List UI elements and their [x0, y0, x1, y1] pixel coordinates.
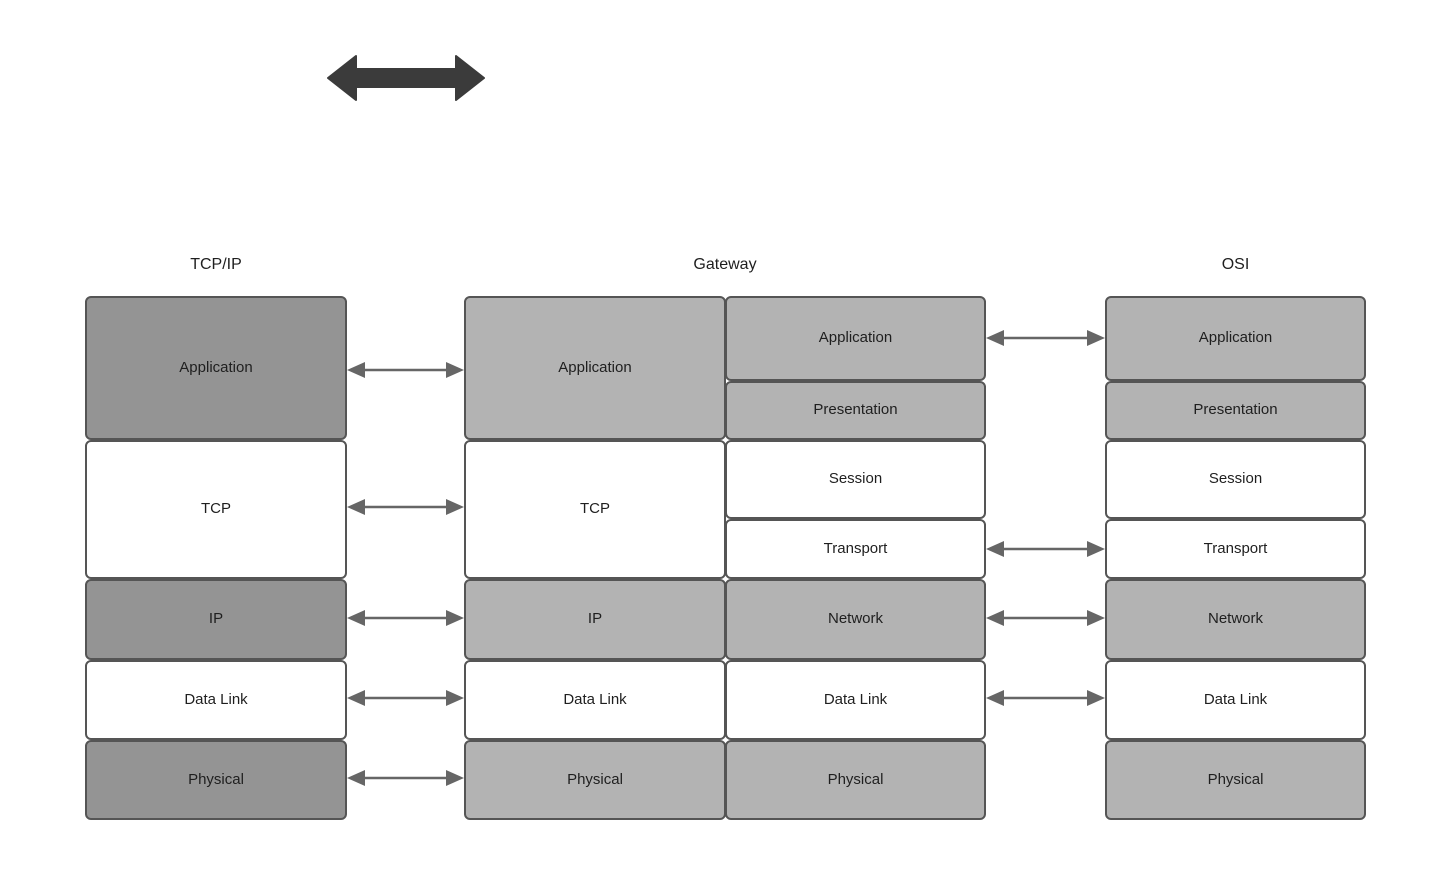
connector-arrow-tcpip-gateway-tcp [347, 499, 464, 515]
layer-tcpip-tcp[interactable]: TCP [85, 440, 347, 579]
column-title-tcpip: TCP/IP [190, 256, 242, 273]
layer-gateway-datalink-left[interactable]: Data Link [464, 660, 726, 740]
layer-gateway-osi-network[interactable]: Network [725, 579, 986, 660]
layer-gateway-physical-left[interactable]: Physical [464, 740, 726, 820]
connector-arrow-tcpip-gateway-datalink [347, 690, 464, 706]
layer-gateway-application[interactable]: Application [464, 296, 726, 440]
layer-osi-network[interactable]: Network [1105, 579, 1366, 660]
layer-gateway-osi-physical[interactable]: Physical [725, 740, 986, 820]
layer-gateway-ip[interactable]: IP [464, 579, 726, 660]
connector-arrow-gateway-osi-transport [986, 541, 1105, 557]
layer-osi-presentation[interactable]: Presentation [1105, 381, 1366, 440]
connector-arrow-tcpip-gateway-application [347, 362, 464, 378]
layer-osi-physical[interactable]: Physical [1105, 740, 1366, 820]
layer-osi-application[interactable]: Application [1105, 296, 1366, 381]
layer-osi-datalink[interactable]: Data Link [1105, 660, 1366, 740]
layer-osi-session[interactable]: Session [1105, 440, 1366, 519]
layer-gateway-osi-session[interactable]: Session [725, 440, 986, 519]
column-title-osi: OSI [1221, 256, 1250, 273]
layer-gateway-osi-presentation[interactable]: Presentation [725, 381, 986, 440]
layer-osi-transport[interactable]: Transport [1105, 519, 1366, 579]
connector-arrow-gateway-osi-network [986, 610, 1105, 626]
connector-arrow-tcpip-gateway-ip [347, 610, 464, 626]
layer-tcpip-physical[interactable]: Physical [85, 740, 347, 820]
connector-arrow-gateway-osi-datalink [986, 690, 1105, 706]
layer-tcpip-application[interactable]: Application [85, 296, 347, 440]
connector-arrow-gateway-osi-application [986, 330, 1105, 346]
layer-gateway-osi-datalink[interactable]: Data Link [725, 660, 986, 740]
layer-tcpip-datalink[interactable]: Data Link [85, 660, 347, 740]
layer-gateway-osi-application[interactable]: Application [725, 296, 986, 381]
layer-gateway-osi-transport[interactable]: Transport [725, 519, 986, 579]
layer-tcpip-ip[interactable]: IP [85, 579, 347, 660]
connector-arrow-tcpip-gateway-physical [347, 770, 464, 786]
layer-gateway-tcp[interactable]: TCP [464, 440, 726, 579]
double-headed-arrow-icon [327, 55, 485, 101]
column-title-gateway: Gateway [693, 256, 757, 273]
